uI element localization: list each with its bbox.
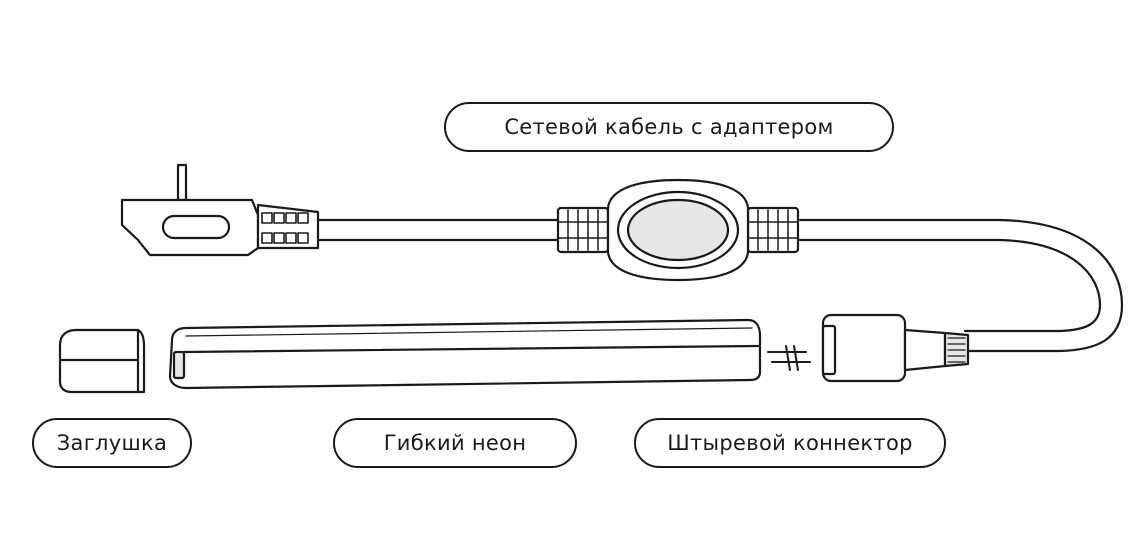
label-end-cap: Заглушка — [32, 418, 192, 468]
label-pin-connector: Штыревой коннектор — [634, 418, 946, 468]
adapter-icon — [556, 178, 800, 282]
label-power-cable: Сетевой кабель с адаптером — [444, 102, 894, 152]
euro-plug-icon — [120, 163, 320, 257]
power-cable — [316, 218, 1124, 353]
pin-connector-icon — [821, 313, 970, 383]
label-flexible-neon: Гибкий неон — [333, 418, 577, 468]
connector-pins-icon — [767, 345, 811, 371]
end-cap-icon — [58, 328, 146, 394]
flexible-neon-icon — [168, 318, 762, 390]
